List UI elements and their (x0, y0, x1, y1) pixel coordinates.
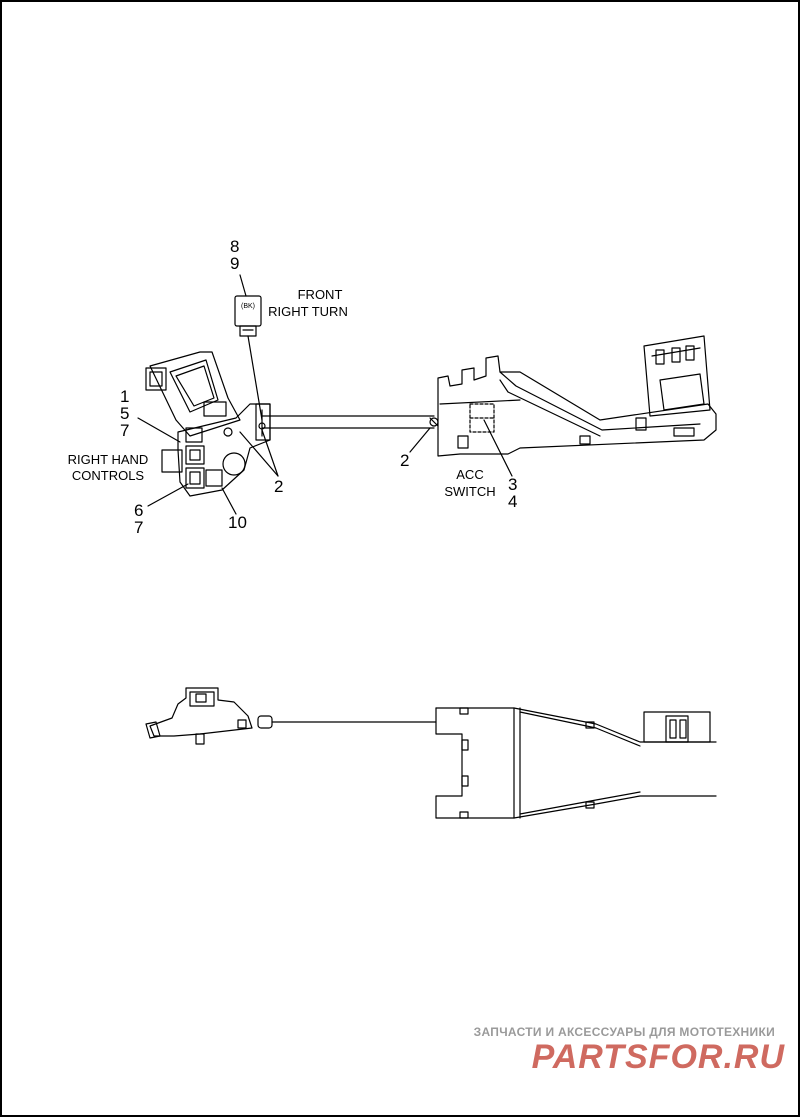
callout-5: 5 (120, 404, 129, 423)
callout-7-top: 7 (120, 421, 129, 440)
watermark-logo: PARTSFOR.RU (532, 1038, 786, 1076)
rhc-side-profile (145, 687, 437, 745)
callout-10: 10 (228, 513, 247, 532)
leader-2a (261, 429, 279, 477)
leader-8-9 (239, 274, 247, 297)
acc-housing-side-profile (435, 707, 717, 819)
leader-6-7 (147, 483, 189, 507)
leader-3-4 (483, 419, 513, 477)
label-right-turn: RIGHT TURN (268, 304, 348, 319)
harness-wires (261, 415, 439, 429)
connector-tag: (BK) (241, 303, 255, 310)
label-front: FRONT (298, 287, 343, 302)
callout-6: 6 (134, 501, 143, 520)
callout-7-bottom: 7 (134, 518, 143, 537)
callout-9: 9 (230, 254, 239, 273)
callout-3: 3 (508, 475, 517, 494)
acc-switch-housing (437, 335, 717, 457)
right-hand-controls-housing (145, 351, 271, 497)
callout-8: 8 (230, 237, 239, 256)
leader-2b (239, 431, 279, 477)
callout-2-right: 2 (400, 451, 409, 470)
callout-1: 1 (120, 387, 129, 406)
leader-1-5-7 (137, 417, 181, 443)
leader-10 (221, 487, 237, 515)
callout-4: 4 (508, 492, 517, 511)
leader-2c (409, 427, 431, 453)
label-acc: ACC (456, 467, 483, 482)
watermark-tagline: ЗАПЧАСТИ И АКСЕССУАРЫ ДЛЯ МОТОТЕХНИКИ (474, 1025, 775, 1039)
label-controls: CONTROLS (72, 468, 145, 483)
label-right-hand: RIGHT HAND (68, 452, 149, 467)
front-right-turn-connector: (BK) (234, 295, 263, 421)
label-switch: SWITCH (444, 484, 495, 499)
callout-2-left: 2 (274, 477, 283, 496)
